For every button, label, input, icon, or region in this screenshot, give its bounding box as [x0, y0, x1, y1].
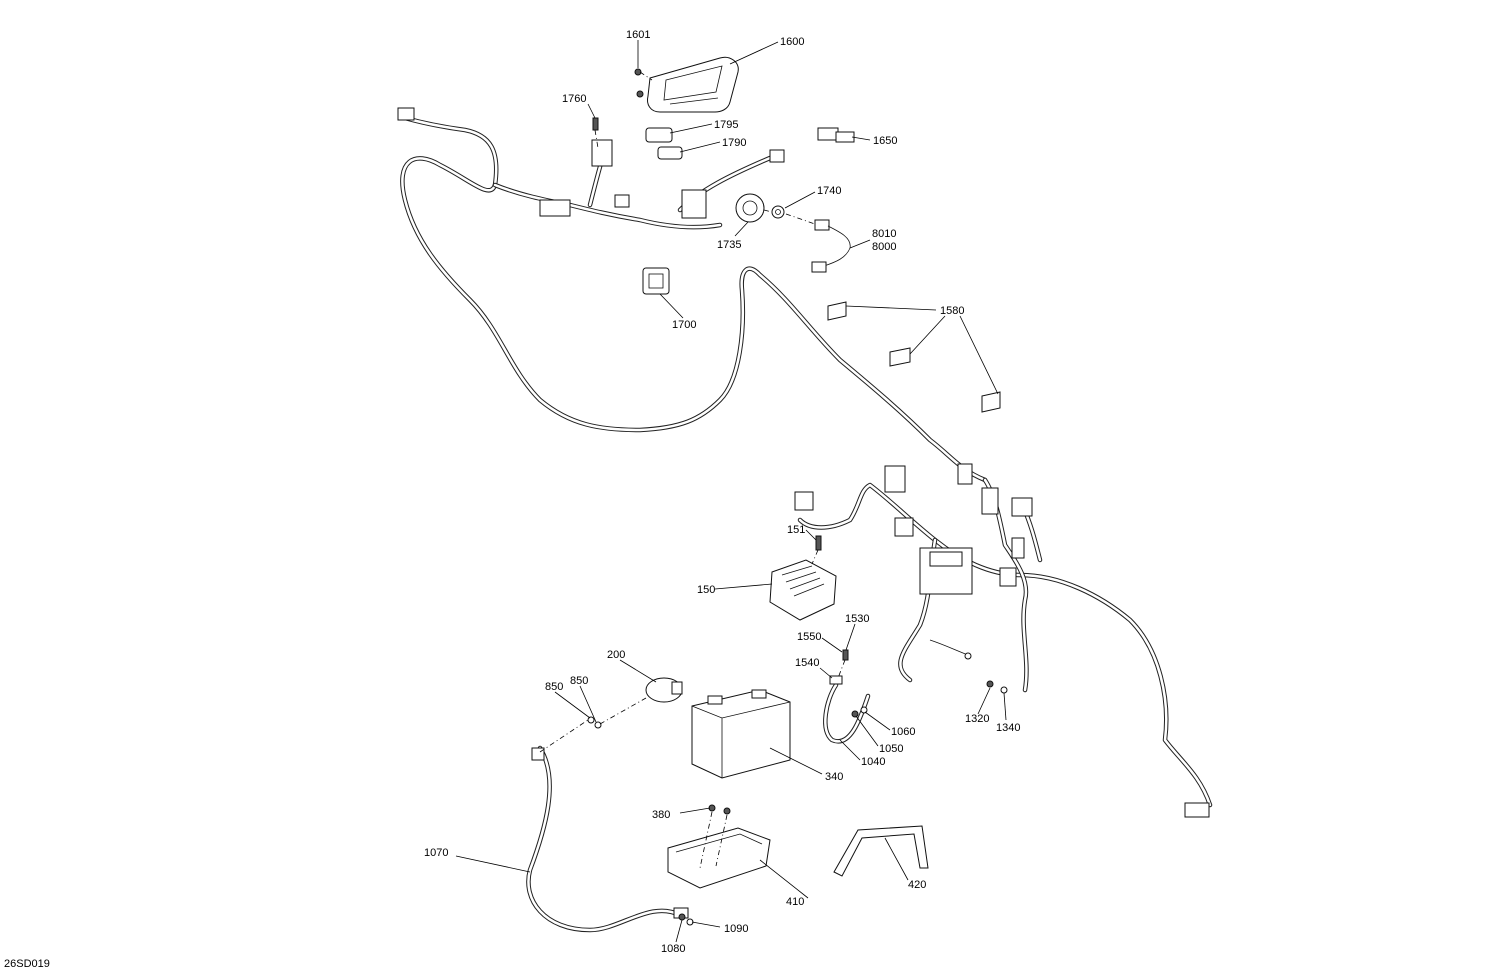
callout-1080: 1080: [661, 943, 685, 955]
harness-connector-icon: [591, 139, 613, 167]
ground-cable-1040-icon: [823, 682, 871, 744]
callout-1320: 1320: [965, 713, 989, 725]
assembly-lines: [539, 71, 846, 869]
callout-151: 151: [787, 524, 805, 536]
nut-1740-icon: [771, 205, 785, 219]
harness-connector-icon: [894, 517, 914, 537]
power-outlet-1735-icon: [735, 193, 765, 223]
battery-tray-410-icon: [667, 827, 771, 889]
harness-connector-icon: [999, 567, 1017, 587]
callout-1650: 1650: [873, 135, 897, 147]
gauge-icon: [647, 56, 739, 113]
screw-151-icon: [815, 535, 822, 551]
harness-connector-icon: [1184, 802, 1210, 818]
front-wiring-harness: [397, 107, 988, 483]
diagram-code: 26SD019: [4, 958, 50, 970]
harness-connector-icon: [794, 491, 814, 511]
leader-lines: [455, 40, 1007, 943]
switch-1700-icon: [642, 267, 670, 295]
callout-850-left: 850: [545, 681, 563, 693]
terminal-1540-icon: [829, 675, 843, 685]
screw-1320-icon: [986, 680, 994, 688]
harness-connector-icon: [769, 149, 785, 163]
switch-1790-icon: [657, 146, 683, 160]
screw-1050-icon: [851, 710, 859, 718]
callout-1070: 1070: [424, 847, 448, 859]
callout-1580: 1580: [940, 305, 964, 317]
nut-850-icon: [587, 716, 602, 729]
callout-340: 340: [825, 771, 843, 783]
harness-connector-icon: [884, 465, 906, 493]
harness-connector-icon: [614, 194, 630, 208]
callout-1735: 1735: [717, 239, 741, 251]
screw-1760-icon: [592, 117, 599, 131]
harness-connector-icon: [397, 107, 415, 121]
cable-8000-icon: [811, 219, 851, 273]
battery-cable-1070-icon: [526, 745, 689, 933]
callout-1600: 1600: [780, 36, 804, 48]
harness-connector-icon: [957, 463, 973, 485]
callout-850-right: 850: [570, 675, 588, 687]
callout-420: 420: [908, 879, 926, 891]
callout-1530: 1530: [845, 613, 869, 625]
fuse-box-lid-icon: [929, 551, 963, 567]
callout-labels: 1601 1600 1760 1795 1790 1650 1740 1735 …: [424, 29, 1020, 955]
callout-8010: 8010: [872, 228, 896, 240]
callout-380: 380: [652, 809, 670, 821]
relay-1650-icon: [817, 127, 855, 143]
battery-340-icon: [691, 689, 791, 779]
callout-1540: 1540: [795, 657, 819, 669]
callout-1060: 1060: [891, 726, 915, 738]
callout-1601: 1601: [626, 29, 650, 41]
callout-1760: 1760: [562, 93, 586, 105]
callout-150: 150: [697, 584, 715, 596]
callout-200: 200: [607, 649, 625, 661]
harness-connector-icon: [1011, 497, 1033, 517]
harness-connector-icon: [681, 189, 707, 219]
battery-strap-420-icon: [833, 825, 929, 877]
harness-connector-icon: [1011, 537, 1025, 559]
callout-8000: 8000: [872, 241, 896, 253]
harness-connector-icon: [981, 487, 999, 515]
callout-1790: 1790: [722, 137, 746, 149]
harness-connector-icon: [539, 199, 571, 217]
callout-1550: 1550: [797, 631, 821, 643]
callout-1040: 1040: [861, 756, 885, 768]
nut-1080-icon: [678, 913, 686, 921]
callout-1795: 1795: [714, 119, 738, 131]
callout-1090: 1090: [724, 923, 748, 935]
callout-1340: 1340: [996, 722, 1020, 734]
callout-1700: 1700: [672, 319, 696, 331]
rear-wiring-harness: [794, 463, 1213, 818]
callout-1740: 1740: [817, 185, 841, 197]
screw-1530-icon: [842, 649, 849, 661]
callout-1050: 1050: [879, 743, 903, 755]
ground-terminal-icon: [964, 652, 972, 660]
starter-solenoid-200-icon: [645, 677, 683, 703]
clip-1580-icon: [827, 301, 1001, 413]
callout-410: 410: [786, 896, 804, 908]
washer-1060-icon: [860, 706, 868, 714]
voltage-regulator-150-icon: [769, 559, 837, 621]
screw-1601-icon: [634, 68, 644, 98]
nut-1340-icon: [1000, 686, 1008, 694]
switch-1795-icon: [645, 127, 673, 143]
